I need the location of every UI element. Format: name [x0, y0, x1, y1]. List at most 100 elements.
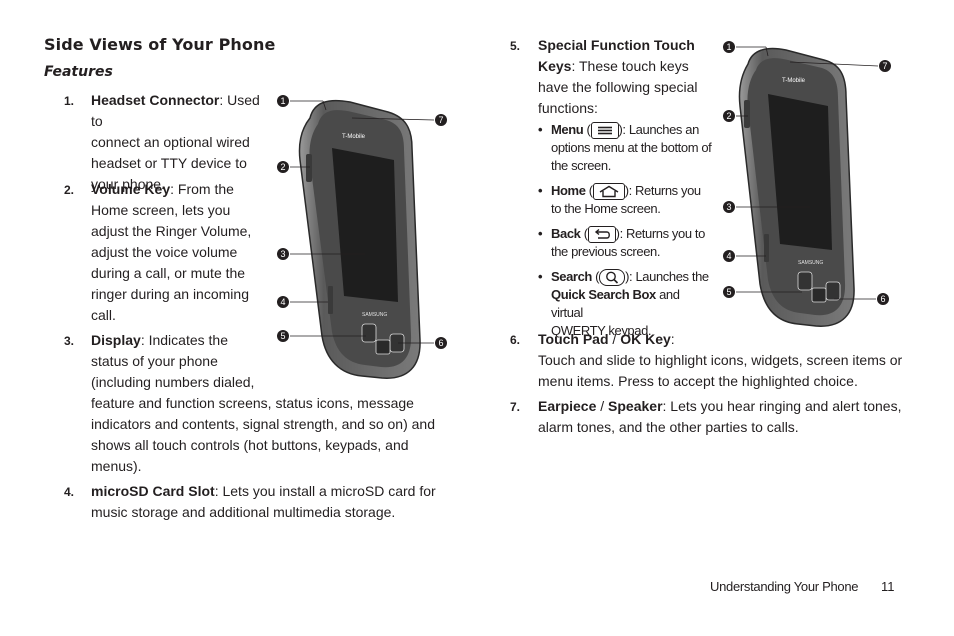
bullet-text: to the Home screen.: [551, 201, 661, 217]
feature-item-microsd-slot: 4. microSD Card Slot: Lets you install a…: [64, 481, 454, 526]
item-text: shows all touch controls (hot buttons, k…: [91, 437, 409, 453]
callout-6: 6: [880, 294, 885, 304]
item-term: Speaker: [608, 398, 663, 414]
bullet-dot: •: [538, 226, 543, 241]
bullet-term: Search: [551, 269, 592, 284]
item-number: 7.: [510, 400, 521, 414]
item-number: 4.: [64, 485, 75, 499]
item-number: 1.: [64, 94, 75, 108]
item-text: functions:: [538, 100, 598, 116]
brand-logo: SAMSUNG: [362, 312, 387, 318]
phone-screen: [332, 148, 398, 302]
item-text: (including numbers dialed,: [91, 374, 255, 390]
bullet-text: (: [583, 122, 591, 137]
callout-3: 3: [280, 249, 285, 259]
item-text: Touch and slide to highlight icons, widg…: [538, 352, 903, 368]
item-text: feature and function screens, status ico…: [91, 395, 414, 411]
bullet-text: the previous screen.: [551, 244, 661, 260]
item-text: ringer during an incoming: [91, 286, 249, 302]
item-text: connect an optional wired: [91, 134, 250, 150]
callout-7: 7: [438, 115, 443, 125]
item-text: have the following special: [538, 79, 698, 95]
item-text: : Used to: [91, 92, 260, 129]
callout-3: 3: [726, 202, 731, 212]
page-title: Side Views of Your Phone: [44, 35, 276, 54]
item-text: menus).: [91, 458, 142, 474]
item-term: Special Function Touch: [538, 37, 695, 53]
item-number: 6.: [510, 333, 521, 347]
callout-5: 5: [726, 287, 731, 297]
bullet-term: Menu: [551, 122, 584, 137]
phone-screen: [768, 94, 832, 250]
callout-1: 1: [280, 96, 285, 106]
bullet-text: (: [585, 183, 593, 198]
bullet-term: Back: [551, 226, 581, 241]
item-text: menu items. Press to accept the highligh…: [538, 373, 858, 389]
bullet-term: Quick Search Box: [551, 287, 656, 303]
page-number: 11: [881, 579, 895, 594]
carrier-logo: T-Mobile: [342, 134, 366, 140]
item-number: 5.: [510, 39, 521, 53]
footer-section-label: Understanding Your Phone: [710, 579, 859, 594]
bullet-text: ): Returns you to: [615, 226, 706, 241]
item-text: : From the: [170, 181, 234, 197]
bullet-text: QWERTY keypad.: [551, 323, 652, 339]
item-text: adjust the Ringer Volume,: [91, 223, 252, 239]
item-term: Display: [91, 332, 141, 348]
item-text: alarm tones, and the other parties to ca…: [538, 419, 799, 435]
item-number: 2.: [64, 183, 75, 197]
bullet-dot: •: [538, 269, 543, 284]
bullet-text: (: [580, 226, 588, 241]
item-text: headset or TTY device to: [91, 155, 247, 171]
item-text: status of your phone: [91, 353, 218, 369]
bullet-dot: •: [538, 122, 543, 137]
phone-side-view-figure-left: T-Mobile SAMSUNG 1 2 3 4 5 6 7: [277, 95, 447, 379]
item-term: Headset Connector: [91, 92, 220, 108]
item-term: Touch Pad: [538, 331, 609, 347]
item-text: /: [596, 398, 609, 414]
item-text: your phone.: [91, 176, 165, 192]
callout-4: 4: [726, 251, 731, 261]
brand-logo: SAMSUNG: [798, 260, 823, 266]
bullet-term: Home: [551, 183, 586, 198]
item-term: Earpiece: [538, 398, 597, 414]
item-text: : Lets you hear ringing and alert tones,: [662, 398, 902, 414]
bullet-text: options menu at the bottom of: [551, 140, 712, 156]
bullet-menu: • Menu ( ): Launches an options menu at …: [538, 121, 713, 177]
item-term: Keys: [538, 58, 572, 74]
section-heading: Features: [44, 64, 113, 80]
bullet-text: ): Launches an: [618, 122, 700, 137]
bullet-text: (: [591, 269, 600, 284]
bullet-text: and virtual: [551, 287, 680, 321]
menu-icon: [590, 122, 619, 140]
callout-2: 2: [726, 111, 731, 121]
bullet-text: ): Launches the: [625, 269, 709, 284]
item-term: Volume Key: [91, 181, 171, 197]
bullet-dot: •: [538, 183, 543, 198]
bullet-text: the screen.: [551, 158, 611, 174]
feature-item-display: 3. Display: Indicates the status of your…: [64, 330, 454, 480]
item-text: : These touch keys: [571, 58, 689, 74]
callout-5: 5: [280, 331, 285, 341]
feature-item-special-keys: 5. Special Function Touch Keys: These to…: [510, 35, 710, 119]
phone-side-view-figure-right: T-Mobile SAMSUNG 1 2 3 4 5 6 7: [723, 41, 891, 327]
item-text: call.: [91, 307, 116, 323]
feature-item-touch-pad: 6. Touch Pad / OK Key: Touch and slide t…: [510, 329, 910, 393]
item-text: Home screen, lets you: [91, 202, 231, 218]
feature-item-volume-key: 2. Volume Key: From the Home screen, let…: [64, 179, 274, 329]
feature-item-earpiece: 7. Earpiece / Speaker: Lets you hear rin…: [510, 396, 910, 440]
bullet-search: • Search ( ): Launches the Quick Search …: [538, 268, 713, 338]
item-term: OK Key: [620, 331, 671, 347]
item-number: 3.: [64, 334, 75, 348]
item-term: microSD Card Slot: [91, 483, 215, 499]
item-text: /: [608, 331, 621, 347]
item-text: indicators and contents, signal strength…: [91, 416, 435, 432]
callout-1: 1: [726, 42, 731, 52]
bullet-text: ): Returns you: [624, 183, 701, 198]
bullet-home: • Home ( ): Returns you to the Home scre…: [538, 182, 713, 220]
item-text: during a call, or mute the: [91, 265, 246, 281]
callout-6: 6: [438, 338, 443, 348]
item-text: : Indicates the: [140, 332, 228, 348]
carrier-logo: T-Mobile: [782, 78, 806, 84]
back-icon: [587, 226, 616, 244]
